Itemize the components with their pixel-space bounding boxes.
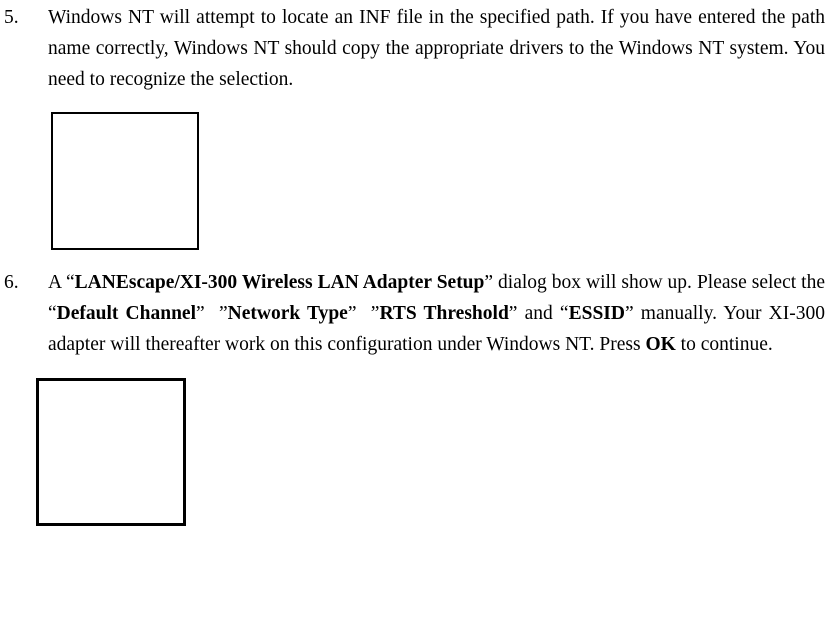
list-item: 5. Windows NT will attempt to locate an … [0, 2, 827, 95]
list-item-text: A “LANEscape/XI-300 Wireless LAN Adapter… [48, 272, 826, 355]
list-item-text: Windows NT will attempt to locate an INF… [48, 7, 825, 90]
list-item-marker: 6. [4, 272, 19, 293]
empty-screenshot-placeholder-1 [51, 112, 199, 250]
list-item: 6. A “LANEscape/XI-300 Wireless LAN Adap… [0, 267, 827, 360]
empty-screenshot-placeholder-2 [36, 378, 186, 526]
list-item-marker: 5. [4, 7, 19, 28]
